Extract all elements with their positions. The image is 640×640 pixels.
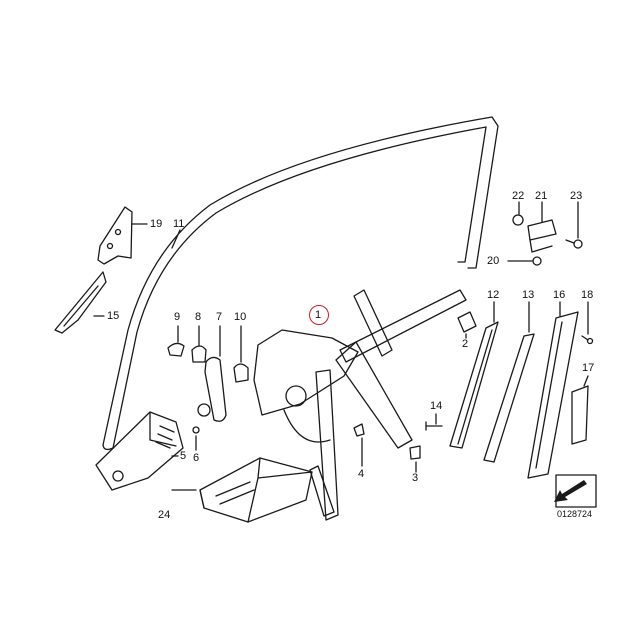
callout-3: 3 xyxy=(412,472,419,484)
window-motor xyxy=(95,411,184,491)
callout-16: 16 xyxy=(553,289,566,301)
nut-part-22 xyxy=(512,214,524,226)
callout-9: 9 xyxy=(174,311,181,323)
callout-17: 17 xyxy=(582,362,595,374)
bolt-part-18 xyxy=(581,335,589,341)
callout-23: 23 xyxy=(570,190,583,202)
bracket-hole xyxy=(106,242,114,250)
screw-part-14 xyxy=(425,421,443,431)
callout-2: 2 xyxy=(462,338,469,350)
direction-arrow-icon xyxy=(554,480,587,502)
window-frame-seal-inner xyxy=(112,126,487,449)
callout-18: 18 xyxy=(581,289,594,301)
regulator-plate xyxy=(253,329,359,416)
callout-15: 15 xyxy=(107,310,120,322)
callout-11: 11 xyxy=(173,218,185,230)
roller-part-8 xyxy=(191,345,207,363)
regulator-upper-arm xyxy=(353,289,393,357)
bolt-part-23 xyxy=(573,239,583,249)
callout-24: 24 xyxy=(158,509,171,521)
leader-line-11 xyxy=(171,229,181,249)
guide-channel-12 xyxy=(449,321,499,449)
regulator-sector-gear xyxy=(283,409,331,443)
callout-20: 20 xyxy=(487,255,500,267)
diagram-code: 0128724 xyxy=(557,509,593,519)
cable-loop-part-7 xyxy=(204,356,227,422)
direction-box xyxy=(555,474,597,508)
regulator-arm-cross xyxy=(335,341,413,449)
triangle-cover xyxy=(54,271,107,334)
guide-rail-16 xyxy=(527,311,579,479)
callout-10: 10 xyxy=(234,311,247,323)
bracket-part-21 xyxy=(527,219,557,241)
slider-part-17 xyxy=(571,385,589,445)
callout-21: 21 xyxy=(535,190,548,202)
callout-14: 14 xyxy=(430,400,443,412)
pulley-part xyxy=(197,403,211,417)
highlight-ring xyxy=(309,305,329,325)
clip-part-2 xyxy=(457,311,477,333)
callout-12: 12 xyxy=(487,289,500,301)
callout-7: 7 xyxy=(216,311,223,323)
callout-6: 6 xyxy=(193,452,200,464)
callout-4: 4 xyxy=(358,468,365,480)
callout-5: 5 xyxy=(180,450,187,462)
callout-22: 22 xyxy=(512,190,525,202)
triangle-bracket-top xyxy=(97,206,133,265)
leader-line-17 xyxy=(583,375,589,387)
regulator-arm-main xyxy=(315,369,339,521)
window-frame-seal-end xyxy=(102,444,114,451)
callout-13: 13 xyxy=(522,289,535,301)
callout-1: 1 xyxy=(315,309,322,321)
screw-part-6 xyxy=(192,426,200,434)
screw-part-4 xyxy=(353,423,365,437)
window-frame-seal-outer xyxy=(102,116,499,446)
bracket-hole xyxy=(114,228,122,236)
guide-strip-13 xyxy=(483,333,535,463)
callout-19: 19 xyxy=(150,218,163,230)
regulator-lower-arm xyxy=(309,465,335,517)
callout-8: 8 xyxy=(195,311,202,323)
screw-part-3 xyxy=(409,445,421,460)
bushing-part-10 xyxy=(233,363,249,383)
control-module xyxy=(199,457,313,523)
grommet-part-20 xyxy=(532,256,542,266)
regulator-guide-rail xyxy=(339,289,467,363)
clip-part-9 xyxy=(167,342,185,357)
